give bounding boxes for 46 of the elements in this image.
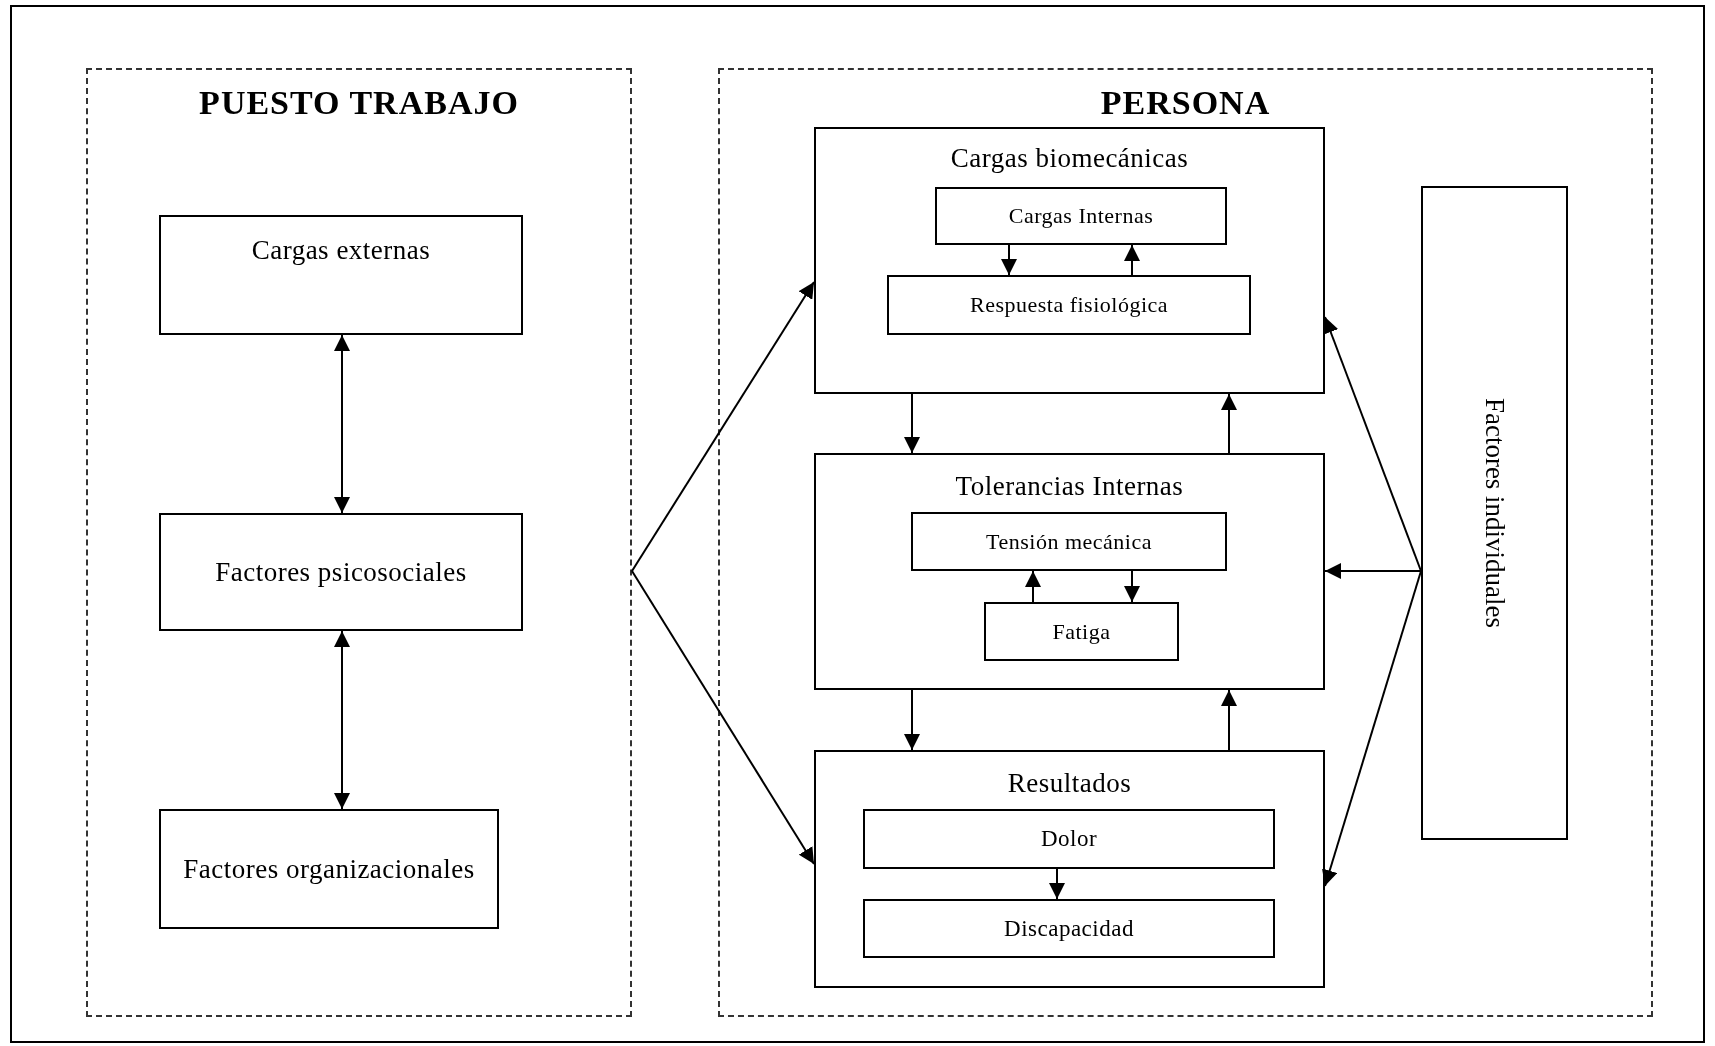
- box-label: Tolerancias Internas: [954, 471, 1185, 502]
- box-label: Discapacidad: [1003, 915, 1135, 942]
- arrow: [1324, 563, 1422, 579]
- arrow: [1001, 244, 1017, 276]
- arrow: [334, 334, 350, 514]
- arrow: [1124, 244, 1140, 276]
- arrow: [904, 393, 920, 454]
- process-box: [863, 809, 1275, 869]
- arrow: [1025, 570, 1041, 603]
- process-box: [887, 275, 1251, 335]
- process-box: [814, 127, 1325, 394]
- box-label: Cargas externas: [250, 235, 432, 266]
- arrow: [1124, 570, 1140, 603]
- arrow: [1323, 316, 1422, 572]
- arrow: [1322, 570, 1422, 887]
- box-label: Cargas Internas: [1007, 203, 1155, 229]
- box-label: Factores individuales: [1479, 397, 1510, 629]
- arrow: [631, 570, 815, 865]
- arrow: [1049, 868, 1065, 900]
- dashed-group-frame: [718, 68, 1653, 1017]
- box-label: Factores psicosociales: [214, 556, 468, 588]
- process-box: [1421, 186, 1568, 840]
- box-label: Factores organizacionales: [182, 853, 476, 885]
- process-box: [159, 809, 499, 929]
- box-label: Fatiga: [1051, 618, 1112, 645]
- process-box: [911, 512, 1227, 571]
- arrow: [334, 630, 350, 810]
- process-box: [935, 187, 1227, 245]
- process-box: [863, 899, 1275, 958]
- dashed-group-frame: [86, 68, 632, 1017]
- process-box: [814, 750, 1325, 988]
- group-heading: PERSONA: [1099, 84, 1272, 122]
- box-label: Dolor: [1039, 826, 1099, 852]
- process-box: [159, 513, 523, 631]
- box-label: Resultados: [1006, 768, 1133, 799]
- process-box: [814, 453, 1325, 690]
- box-label: Cargas biomecánicas: [949, 143, 1190, 174]
- box-label: Respuesta fisiológica: [968, 292, 1170, 318]
- box-label: Tensión mecánica: [985, 528, 1153, 555]
- process-box: [984, 602, 1179, 661]
- arrow: [1221, 689, 1237, 751]
- arrow: [631, 281, 815, 572]
- arrow: [904, 689, 920, 751]
- process-box: [159, 215, 523, 335]
- group-heading: PUESTO TRABAJO: [198, 84, 520, 122]
- arrow: [1221, 393, 1237, 454]
